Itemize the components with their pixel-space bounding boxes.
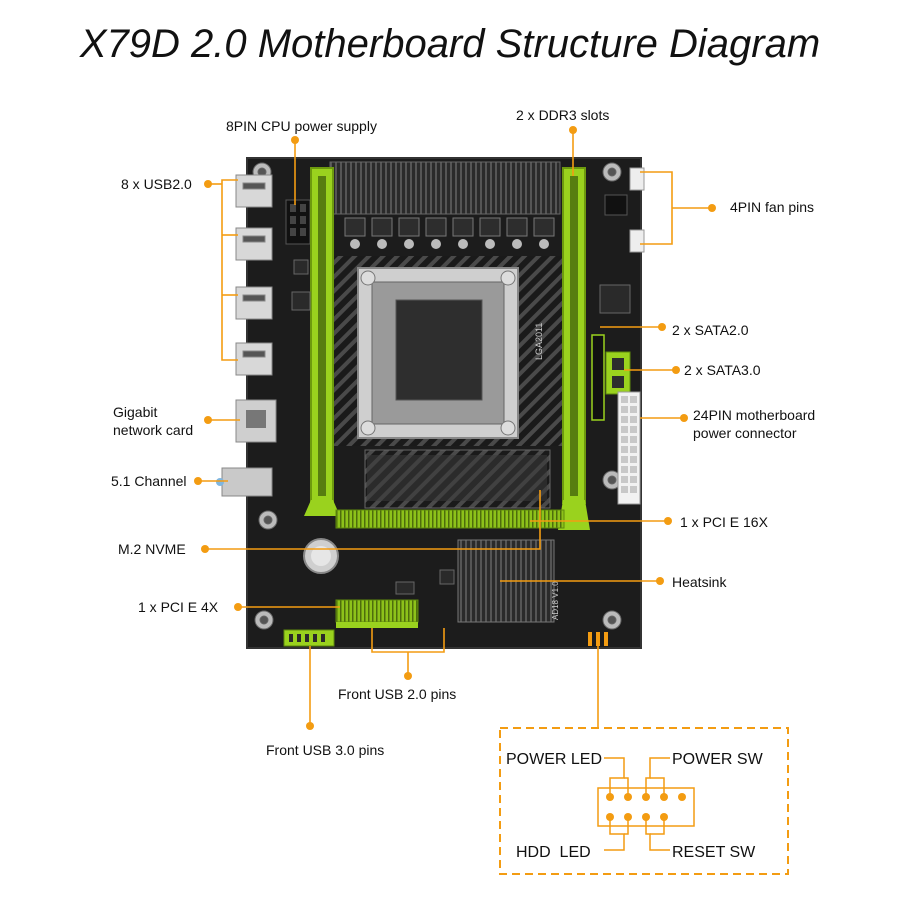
lan-label: Gigabit network card xyxy=(113,403,193,439)
audio-label: 5.1 Channel xyxy=(111,473,187,489)
front-usb2-label: Front USB 2.0 pins xyxy=(338,686,457,702)
power-sw-label: POWER SW xyxy=(672,751,764,768)
fan-header-2 xyxy=(629,229,645,253)
lan-label-line2: network card xyxy=(113,422,194,438)
front-usb3-label: Front USB 3.0 pins xyxy=(266,742,385,758)
usb20-label: 8 x USB2.0 xyxy=(121,176,192,192)
fan-label: 4PIN fan pins xyxy=(730,199,815,215)
sata30-label: 2 x SATA3.0 xyxy=(684,362,761,378)
diagram-title: X79D 2.0 Motherboard Structure Diagram xyxy=(79,22,821,66)
front-panel-box xyxy=(499,727,789,875)
reset-sw-label: RESET SW xyxy=(672,844,756,861)
chokes xyxy=(344,217,555,237)
power24-label-line2: power connector xyxy=(693,425,797,441)
audio-jack xyxy=(221,467,273,497)
fan-header-1 xyxy=(629,167,645,191)
heatsink-label: Heatsink xyxy=(672,574,727,590)
cpu-socket xyxy=(357,267,519,439)
sata20-label: 2 x SATA2.0 xyxy=(672,322,749,338)
power-led-label: POWER LED xyxy=(506,751,602,768)
pcie4-label: 1 x PCI E 4X xyxy=(138,599,219,615)
lan-label-line1: Gigabit xyxy=(113,404,158,420)
vrm-heatsink xyxy=(329,161,561,215)
pcie16-label: 1 x PCI E 16X xyxy=(680,514,768,530)
pcie-4x-slot xyxy=(335,599,419,623)
socket-label: LGA2011 xyxy=(534,323,544,360)
mounting-holes xyxy=(252,162,622,630)
hdd-led-label: HDD LED xyxy=(516,844,591,861)
ddr3-label: 2 x DDR3 slots xyxy=(516,107,610,123)
power24-label: 24PIN motherboard power connector xyxy=(693,406,815,442)
sata2-ports xyxy=(591,334,605,421)
cpu-power-label: 8PIN CPU power supply xyxy=(226,118,377,134)
cpu-8pin-connector xyxy=(285,199,311,245)
pcie-16x-slot xyxy=(335,509,565,529)
power24-label-line1: 24PIN motherboard xyxy=(693,407,816,423)
chip-label: AD18 V1.0 xyxy=(551,581,560,620)
rear-usb-ports xyxy=(235,174,273,376)
m2-label: M.2 NVME xyxy=(118,541,186,557)
